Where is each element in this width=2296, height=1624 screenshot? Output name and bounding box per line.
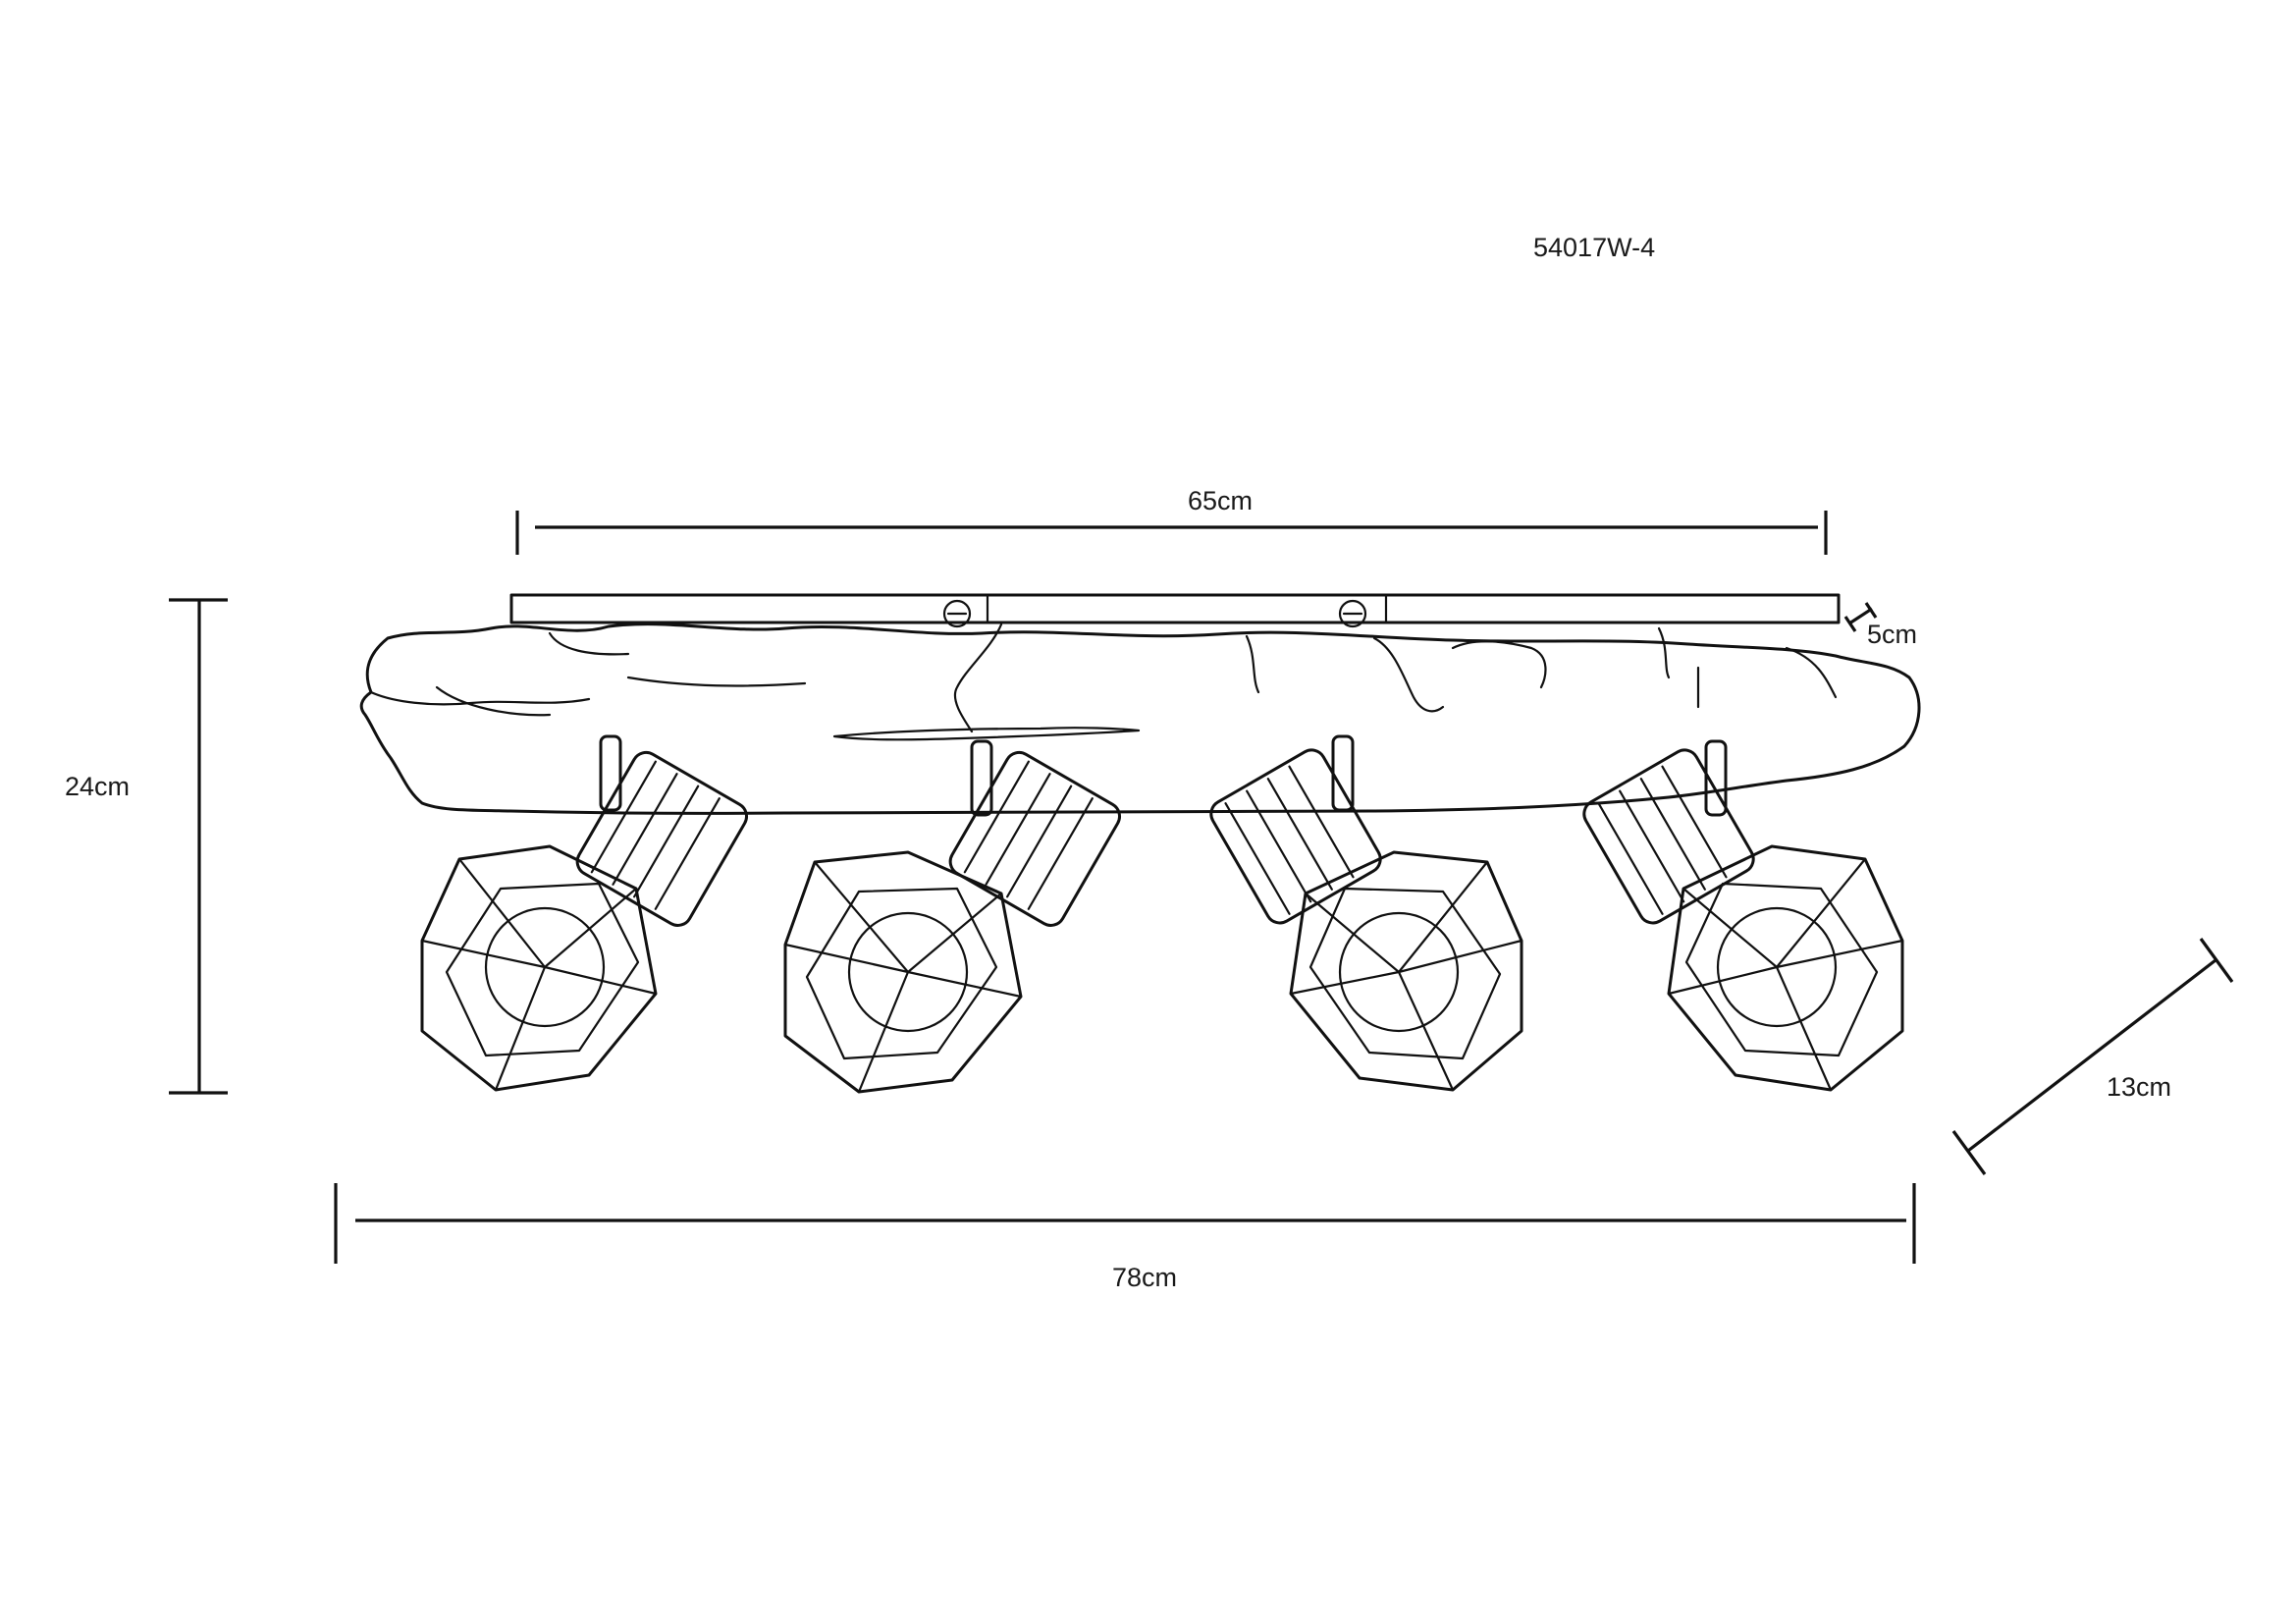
canopy-depth-dimension [1843, 602, 1878, 632]
height-label: 24cm [65, 772, 131, 801]
projection-dimension [1951, 938, 2234, 1175]
model-code-label: 54017W-4 [1533, 233, 1656, 262]
total-length-label: 78cm [1112, 1263, 1178, 1292]
canopy-length-dimension [515, 511, 1828, 555]
total-length-dimension [334, 1183, 1916, 1264]
spotlight-3 [1209, 734, 1523, 1092]
height-dimension [169, 598, 228, 1095]
spotlight-1 [420, 734, 748, 1092]
wooden-log [359, 623, 1921, 815]
canopy-depth-label: 5cm [1867, 620, 1918, 649]
canopy-plate [509, 593, 1841, 628]
canopy-length-label: 65cm [1188, 486, 1254, 515]
projection-label: 13cm [2107, 1072, 2172, 1102]
spotlight-2 [783, 739, 1121, 1094]
spotlight-4 [1582, 739, 1904, 1092]
